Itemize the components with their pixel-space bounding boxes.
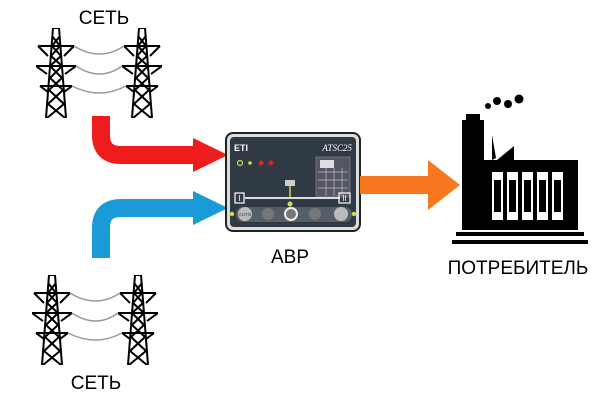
grid-top-label: СЕТЬ [79, 8, 129, 29]
grid-bottom-label: СЕТЬ [71, 373, 121, 394]
factory-consumer-icon [452, 94, 588, 244]
output-arrow [360, 160, 460, 210]
ats-label: АВР [271, 247, 309, 268]
manual-button [334, 207, 348, 221]
grid-top-arrow [92, 116, 228, 172]
device-model: ATSC25 [321, 143, 352, 153]
switch-2-button [309, 208, 321, 220]
grid-bottom-arrow [92, 191, 228, 258]
auto-button [238, 207, 252, 221]
input-2-indicator: II [342, 194, 346, 203]
consumer-label: ПОТРЕБИТЕЛЬ [448, 258, 589, 279]
grid-bottom-pylons-icon [32, 275, 158, 365]
device-brand: ETI [234, 143, 248, 153]
off-button [284, 207, 298, 221]
input-1-indicator: I [238, 194, 240, 203]
grid-top-pylons-icon [36, 28, 162, 118]
auto-button-label: AUTO [239, 212, 252, 217]
ats-controller-device: ETI ATSC25 I II AUTO [225, 132, 361, 232]
switch-1-button [262, 208, 274, 220]
